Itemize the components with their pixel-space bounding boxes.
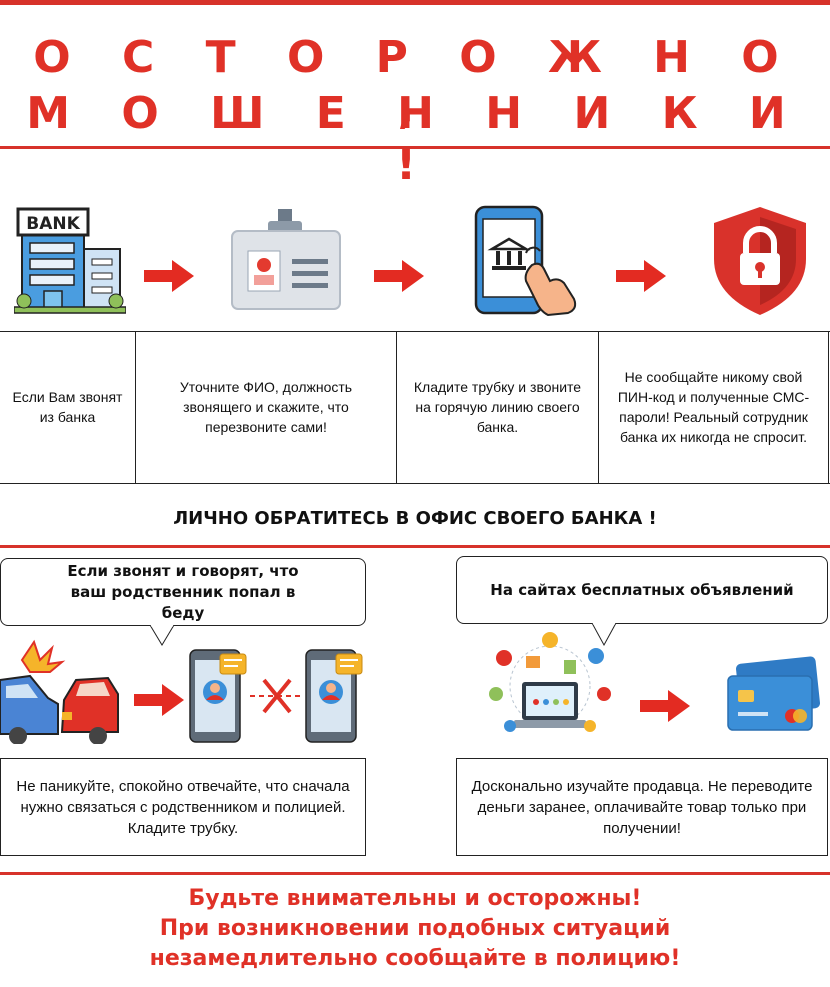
arrow-right-icon-2 (374, 260, 424, 292)
title-line-2: М О Ш Е Н Н И К И ! (26, 88, 804, 190)
credit-card-icon (724, 656, 821, 736)
advice-relative-text: Не паникуйте, спокойно отвечайте, что сн… (16, 777, 350, 837)
table-bottom-border (0, 483, 830, 484)
car-crash-icon (0, 632, 120, 745)
advice-box-ads: Досконально изучайте продавца. Не перево… (456, 758, 828, 856)
step-text-3: Кладите трубку и звоните на горячую лини… (413, 379, 582, 435)
table-divider-3 (598, 331, 599, 483)
speech-bubble-ads: На сайтах бесплатных объявлений (456, 556, 828, 624)
step-text-2: Уточните ФИО, должность звонящего и скаж… (179, 379, 353, 435)
office-notice: ЛИЧНО ОБРАТИТЕСЬ В ОФИС СВОЕГО БАНКА ! (173, 508, 657, 529)
table-divider-1 (135, 331, 136, 483)
bubble-tail-1 (150, 625, 175, 646)
online-shopping-laptop-icon (486, 630, 614, 742)
phone-bank-tap-icon (470, 203, 585, 318)
id-badge-icon (230, 207, 342, 311)
bubble-tail-2 (592, 623, 617, 647)
title-line-1: О С Т О Р О Ж Н О , (33, 32, 797, 134)
shield-lock-icon (710, 205, 810, 317)
footer-line-2: При возникновении подобных ситуаций (159, 916, 671, 941)
arrow-right-icon-5 (640, 690, 690, 722)
phone-contact-icon-2 (304, 646, 364, 744)
speech-bubble-ads-text: На сайтах бесплатных объявлений (490, 581, 794, 599)
bank-sign-text: BANK (26, 214, 80, 234)
table-divider-2 (396, 331, 397, 483)
speech-bubble-relative: Если звонят и говорят, что ваш родственн… (0, 558, 366, 626)
footer-line-1: Будьте внимательны и осторожны! (188, 886, 642, 911)
phone-contact-icon-1 (188, 646, 248, 744)
arrow-right-icon-1 (144, 260, 194, 292)
footer-line-3: незамедлительно сообщайте в полицию! (149, 946, 681, 971)
speech-bubble-relative-text: Если звонят и говорят, что ваш родственн… (67, 561, 299, 622)
step-text-1: Если Вам звонят из банка (12, 389, 123, 425)
middle-red-divider (0, 545, 830, 548)
bank-building-icon: BANK (13, 203, 127, 315)
advice-box-relative: Не паникуйте, спокойно отвечайте, что сн… (0, 758, 366, 856)
table-divider-4 (828, 331, 829, 483)
header-red-divider (0, 146, 830, 149)
footer-red-divider (0, 872, 830, 875)
arrow-right-icon-3 (616, 260, 666, 292)
disconnect-icon (250, 678, 304, 714)
step-text-4: Не сообщайте никому свой ПИН-код и получ… (617, 369, 810, 445)
arrow-right-icon-4 (134, 684, 184, 716)
table-top-border (0, 331, 830, 332)
advice-ads-text: Досконально изучайте продавца. Не перево… (471, 777, 813, 837)
top-red-border (0, 0, 830, 5)
